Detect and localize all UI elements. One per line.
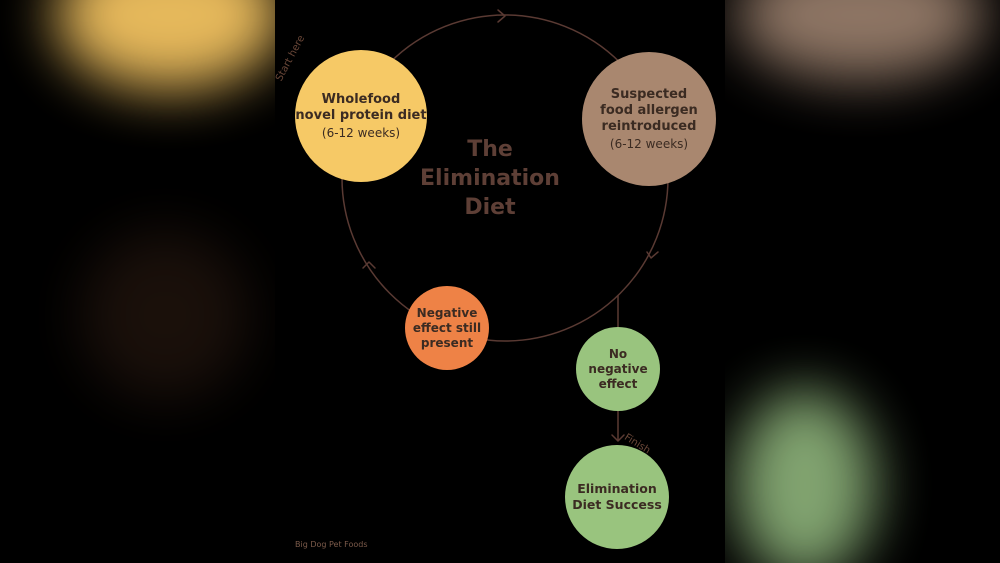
blurred-backdrop-right-top xyxy=(735,0,985,80)
node-allergen-reintroduced-duration: (6-12 weeks) xyxy=(609,136,689,151)
arrow-left xyxy=(362,261,376,269)
node-wholefood-diet: Wholefood novel protein diet (6-12 weeks… xyxy=(295,50,427,182)
brand-footer: Big Dog Pet Foods xyxy=(295,540,368,549)
arrow-right xyxy=(646,251,659,259)
node-negative-effect-present: Negative effect still present xyxy=(405,286,489,370)
node-diet-success-label: Elimination Diet Success xyxy=(572,481,662,512)
blurred-backdrop-left xyxy=(55,0,285,90)
blurred-backdrop-right-bottom xyxy=(735,390,875,563)
node-allergen-reintroduced-label: Suspected food allergen reintroduced xyxy=(600,86,698,134)
node-wholefood-diet-duration: (6-12 weeks) xyxy=(321,125,401,140)
arrow-finish xyxy=(611,434,625,442)
arrow-top xyxy=(497,9,506,23)
blurred-backdrop-left-middle xyxy=(80,230,250,400)
node-no-negative-effect: No negative effect xyxy=(576,327,660,411)
node-no-negative-effect-label: No negative effect xyxy=(588,346,648,391)
node-diet-success: Elimination Diet Success xyxy=(565,445,669,549)
node-wholefood-diet-label: Wholefood novel protein diet xyxy=(295,91,427,123)
node-allergen-reintroduced: Suspected food allergen reintroduced (6-… xyxy=(582,52,716,186)
diagram-title: The Elimination Diet xyxy=(420,137,560,220)
node-negative-effect-present-label: Negative effect still present xyxy=(412,305,482,350)
diagram-panel: Start here Wholefood novel protein diet … xyxy=(274,0,725,563)
